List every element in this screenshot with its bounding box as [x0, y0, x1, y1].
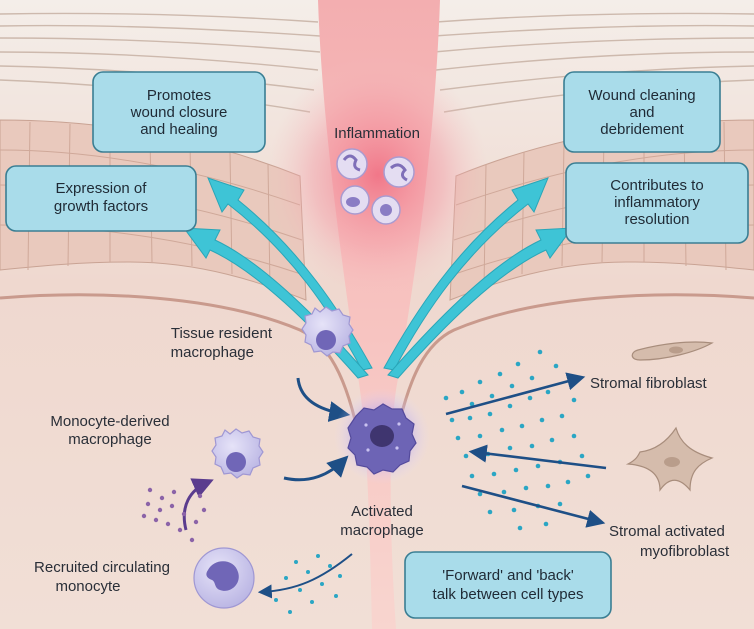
recruited-monocyte-cell [194, 548, 254, 608]
callout-wound-closure-line2: wound closure [130, 104, 228, 121]
callout-growth-factors: Expression of growth factors [6, 166, 196, 231]
callout-forward-back-talk-line2: talk between cell types [433, 586, 584, 603]
myofibroblast-label-line1: Stromal activated [609, 523, 725, 540]
recruited-monocyte-label-line1: Recruited circulating [34, 559, 170, 576]
callout-growth-factors-line1: Expression of [56, 180, 148, 197]
stromal-fibroblast-label: Stromal fibroblast [590, 375, 708, 392]
callout-inflammatory-resolution-line3: resolution [624, 211, 689, 228]
callout-inflammatory-resolution-line1: Contributes to [610, 177, 703, 194]
callout-forward-back-talk-line1: 'Forward' and 'back' [442, 567, 574, 584]
inflammation-glow [268, 55, 488, 295]
myofibroblast-nucleus [664, 457, 680, 467]
callout-wound-cleaning-line1: Wound cleaning [588, 87, 695, 104]
monocyte-derived-label-line2: macrophage [68, 431, 151, 448]
callout-inflammatory-resolution-line2: inflammatory [614, 194, 700, 211]
callout-inflammatory-resolution: Contributes to inflammatory resolution [566, 163, 748, 243]
activated-macrophage-label-line1: Activated [351, 503, 413, 520]
callout-wound-cleaning-line3: debridement [600, 121, 684, 138]
callout-wound-cleaning: Wound cleaning and debridement [564, 72, 720, 152]
callout-wound-closure-line3: and healing [140, 121, 218, 138]
activated-macrophage-label-line2: macrophage [340, 522, 423, 539]
callout-growth-factors-line2: growth factors [54, 198, 148, 215]
callout-forward-back-talk: 'Forward' and 'back' talk between cell t… [405, 552, 611, 618]
recruited-monocyte-label-line2: monocyte [55, 578, 120, 595]
callout-wound-closure-line1: Promotes [147, 87, 211, 104]
stromal-fibroblast-nucleus [669, 347, 683, 354]
tissue-resident-label-line1: Tissue resident [171, 325, 273, 342]
callout-wound-closure: Promotes wound closure and healing [93, 72, 265, 152]
monocyte-derived-label-line1: Monocyte-derived [50, 413, 169, 430]
tissue-resident-label-line2: macrophage [171, 344, 254, 361]
inflammation-label: Inflammation [334, 125, 420, 142]
callout-wound-cleaning-line2: and [629, 104, 654, 121]
myofibroblast-label-line2: myofibroblast [640, 543, 730, 560]
